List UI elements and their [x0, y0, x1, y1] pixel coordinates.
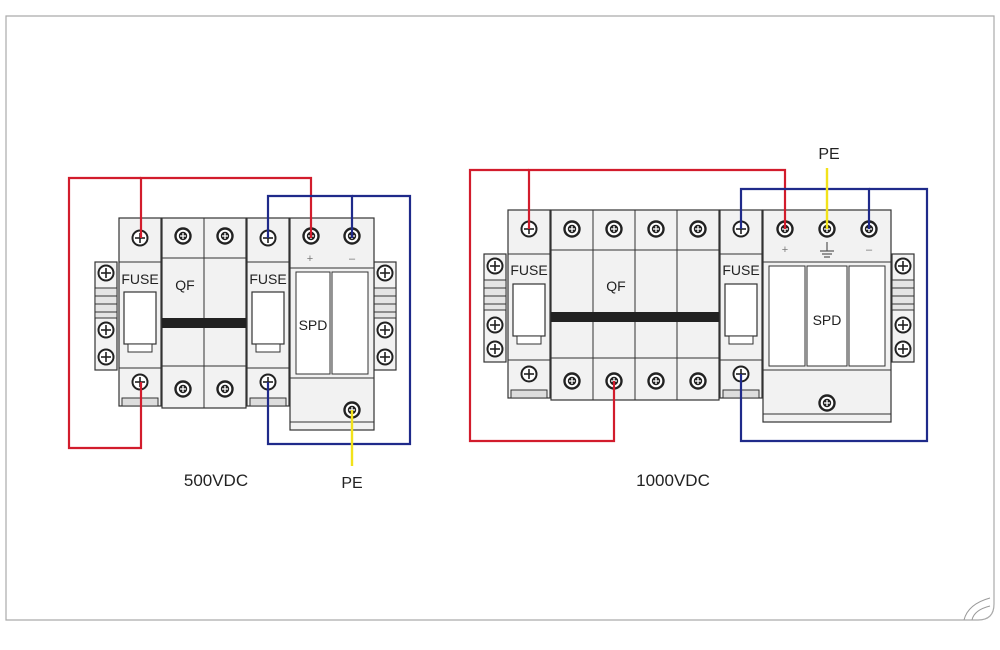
breaker-label: QF [606, 278, 625, 294]
terminal-screw-icon[interactable] [174, 380, 192, 398]
ground-symbol-icon [820, 242, 834, 258]
positive-wire [139, 176, 313, 238]
fuse-holder-1: FUSE [507, 209, 551, 399]
fuse-holder-2: FUSE [246, 217, 290, 407]
pe-label: PE [341, 475, 362, 492]
terminal-screw-icon[interactable] [563, 372, 581, 390]
terminal-screw-icon[interactable] [376, 321, 394, 339]
terminal-screw-icon[interactable] [647, 372, 665, 390]
fuse-holder-1: FUSE [118, 217, 162, 407]
negative-wire [266, 194, 412, 446]
surge-protection-device: SPD + – [289, 217, 375, 431]
positive-wire [468, 168, 616, 443]
corner-ornament-icon [963, 597, 991, 621]
fuse-holder-2: FUSE [719, 209, 763, 399]
terminal-screw-icon[interactable] [605, 220, 623, 238]
left-side-terminal-block [94, 261, 118, 371]
terminal-screw-icon[interactable] [376, 264, 394, 282]
right-side-terminal-block [373, 261, 397, 371]
positive-wire [67, 176, 143, 450]
left-wiring-diagram: FUSE QF FUSE [67, 176, 412, 492]
fuse-label: FUSE [121, 271, 158, 287]
terminal-screw-icon[interactable] [689, 372, 707, 390]
terminal-screw-icon[interactable] [818, 394, 836, 412]
terminal-screw-icon[interactable] [216, 227, 234, 245]
circuit-breaker-qf: QF [161, 217, 247, 409]
terminal-screw-icon[interactable] [486, 257, 504, 275]
terminal-screw-icon[interactable] [486, 340, 504, 358]
page-frame [5, 15, 995, 621]
terminal-screw-icon[interactable] [97, 348, 115, 366]
spd-minus-label: – [866, 244, 873, 256]
terminal-screw-icon[interactable] [520, 365, 538, 383]
circuit-breaker-qf: QF [550, 209, 720, 401]
diagram-caption: 1000VDC [636, 471, 710, 490]
terminal-screw-icon[interactable] [894, 257, 912, 275]
spd-plus-label: + [782, 244, 788, 256]
left-side-terminal-block [483, 253, 507, 363]
terminal-screw-icon[interactable] [689, 220, 707, 238]
spd-minus-label: – [349, 253, 356, 265]
negative-wire [739, 187, 929, 443]
terminal-screw-icon[interactable] [894, 340, 912, 358]
fuse-label: FUSE [722, 262, 759, 278]
fuse-label: FUSE [249, 271, 286, 287]
positive-wire [527, 168, 787, 229]
right-wiring-diagram: FUSE QF [468, 146, 929, 490]
breaker-handle-bar[interactable] [551, 312, 719, 322]
negative-wire [266, 194, 354, 238]
terminal-screw-icon[interactable] [97, 321, 115, 339]
surge-protection-device: SPD + – [762, 209, 892, 423]
negative-wire [739, 187, 871, 229]
terminal-screw-icon[interactable] [97, 264, 115, 282]
terminal-screw-icon[interactable] [486, 316, 504, 334]
spd-plus-label: + [307, 253, 313, 265]
terminal-screw-icon[interactable] [216, 380, 234, 398]
terminal-screw-icon[interactable] [174, 227, 192, 245]
breaker-label: QF [175, 277, 194, 293]
spd-label: SPD [813, 312, 842, 328]
pe-label: PE [818, 146, 839, 163]
breaker-handle-bar[interactable] [162, 318, 246, 328]
terminal-screw-icon[interactable] [563, 220, 581, 238]
fuse-label: FUSE [510, 262, 547, 278]
terminal-screw-icon[interactable] [376, 348, 394, 366]
spd-label: SPD [299, 317, 328, 333]
terminal-screw-icon[interactable] [647, 220, 665, 238]
diagram-caption: 500VDC [184, 471, 248, 490]
right-side-terminal-block [891, 253, 915, 363]
terminal-screw-icon[interactable] [894, 316, 912, 334]
